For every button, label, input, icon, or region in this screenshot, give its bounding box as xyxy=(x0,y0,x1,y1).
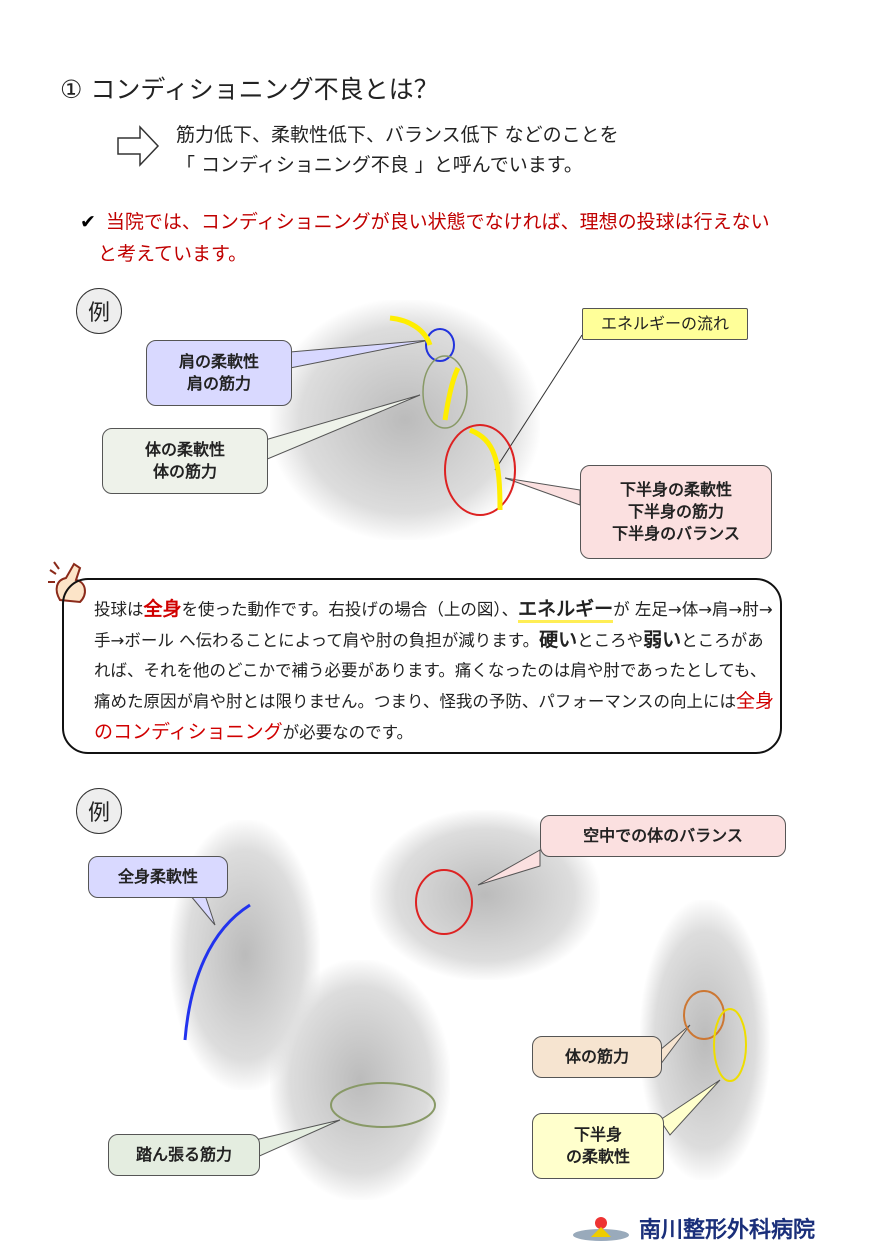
example-badge: 例 xyxy=(76,788,122,834)
text: が必要なのです。 xyxy=(282,723,414,742)
emphasis-red: 全身のコンディショニング xyxy=(94,690,775,743)
callout-text: の柔軟性 xyxy=(565,1147,630,1166)
callout-body: 体の柔軟性体の筋力 xyxy=(102,428,268,494)
right-arrow-icon xyxy=(117,125,160,167)
hospital-logo: 南川整形外科病院 xyxy=(571,1212,815,1244)
hospital-name: 南川整形外科病院 xyxy=(638,1218,815,1243)
pitcher-photo xyxy=(270,300,540,540)
callout-text: 下半身 xyxy=(573,1125,622,1144)
example-badge: 例 xyxy=(76,288,122,334)
emphasis-energy: エネルギー xyxy=(518,598,614,623)
callout-text: 肩の柔軟性 xyxy=(178,352,259,371)
callout-text: 体の筋力 xyxy=(152,462,217,481)
check-icon: ✔ xyxy=(80,211,96,233)
policy-note: ✔ 当院では、コンディショニングが良い状態でなければ、理想の投球は行えないと考えて… xyxy=(80,206,770,270)
callout-lower-flexibility: 下半身の柔軟性 xyxy=(532,1113,664,1179)
text: ところや xyxy=(577,631,644,650)
text: ところがあれば、それを他のどこかで補う必要があります。痛くなったのは肩や肘であっ… xyxy=(94,631,767,711)
callout-text: 肩の筋力 xyxy=(186,374,251,393)
policy-line2: と考えています。 xyxy=(98,243,248,265)
hospital-logo-icon xyxy=(572,1217,629,1241)
callout-body-strength: 体の筋力 xyxy=(532,1036,662,1078)
definition-line1: 筋力低下、柔軟性低下、バランス低下 などのことを xyxy=(176,124,619,146)
text: を使った動作です。右投げの場合（上の図）、 xyxy=(181,600,519,619)
emphasis-weak: 弱い xyxy=(643,629,682,651)
callout-lower-body: 下半身の柔軟性下半身の筋力下半身のバランス xyxy=(580,465,772,559)
definition-line2: 「 コンディショニング不良 」と呼んでいます。 xyxy=(176,154,583,176)
callout-shoulder: 肩の柔軟性肩の筋力 xyxy=(146,340,292,406)
callout-energy-flow: エネルギーの流れ xyxy=(582,308,748,340)
section-heading: ① コンディショニング不良とは？ xyxy=(60,75,439,104)
callout-text: 下半身の柔軟性 xyxy=(619,480,732,499)
text: が 左足→体→肩→肘→手→ボール へ伝わることによって肩や肘の負担が減ります。 xyxy=(94,600,773,650)
fielder-catching-photo xyxy=(270,960,450,1200)
callout-air-balance: 空中での体のバランス xyxy=(540,815,786,857)
callout-bracing-strength: 踏ん張る筋力 xyxy=(108,1134,260,1176)
callout-whole-body-flexibility: 全身柔軟性 xyxy=(88,856,228,898)
emphasis-hard: 硬い xyxy=(539,629,578,651)
text: 投球は xyxy=(94,600,144,619)
callout-text: 下半身のバランス xyxy=(612,524,740,543)
callout-text: 体の柔軟性 xyxy=(144,440,225,459)
definition: 筋力低下、柔軟性低下、バランス低下 などのことを「 コンディショニング不良 」と… xyxy=(176,120,619,180)
policy-line1: 当院では、コンディショニングが良い状態でなければ、理想の投球は行えない xyxy=(105,211,770,233)
explanation-box: 投球は全身を使った動作です。右投げの場合（上の図）、エネルギーが 左足→体→肩→… xyxy=(62,578,782,754)
example2-annotations xyxy=(183,849,747,1159)
callout-text: 下半身の筋力 xyxy=(627,502,724,521)
emphasis-red: 全身 xyxy=(143,598,182,620)
